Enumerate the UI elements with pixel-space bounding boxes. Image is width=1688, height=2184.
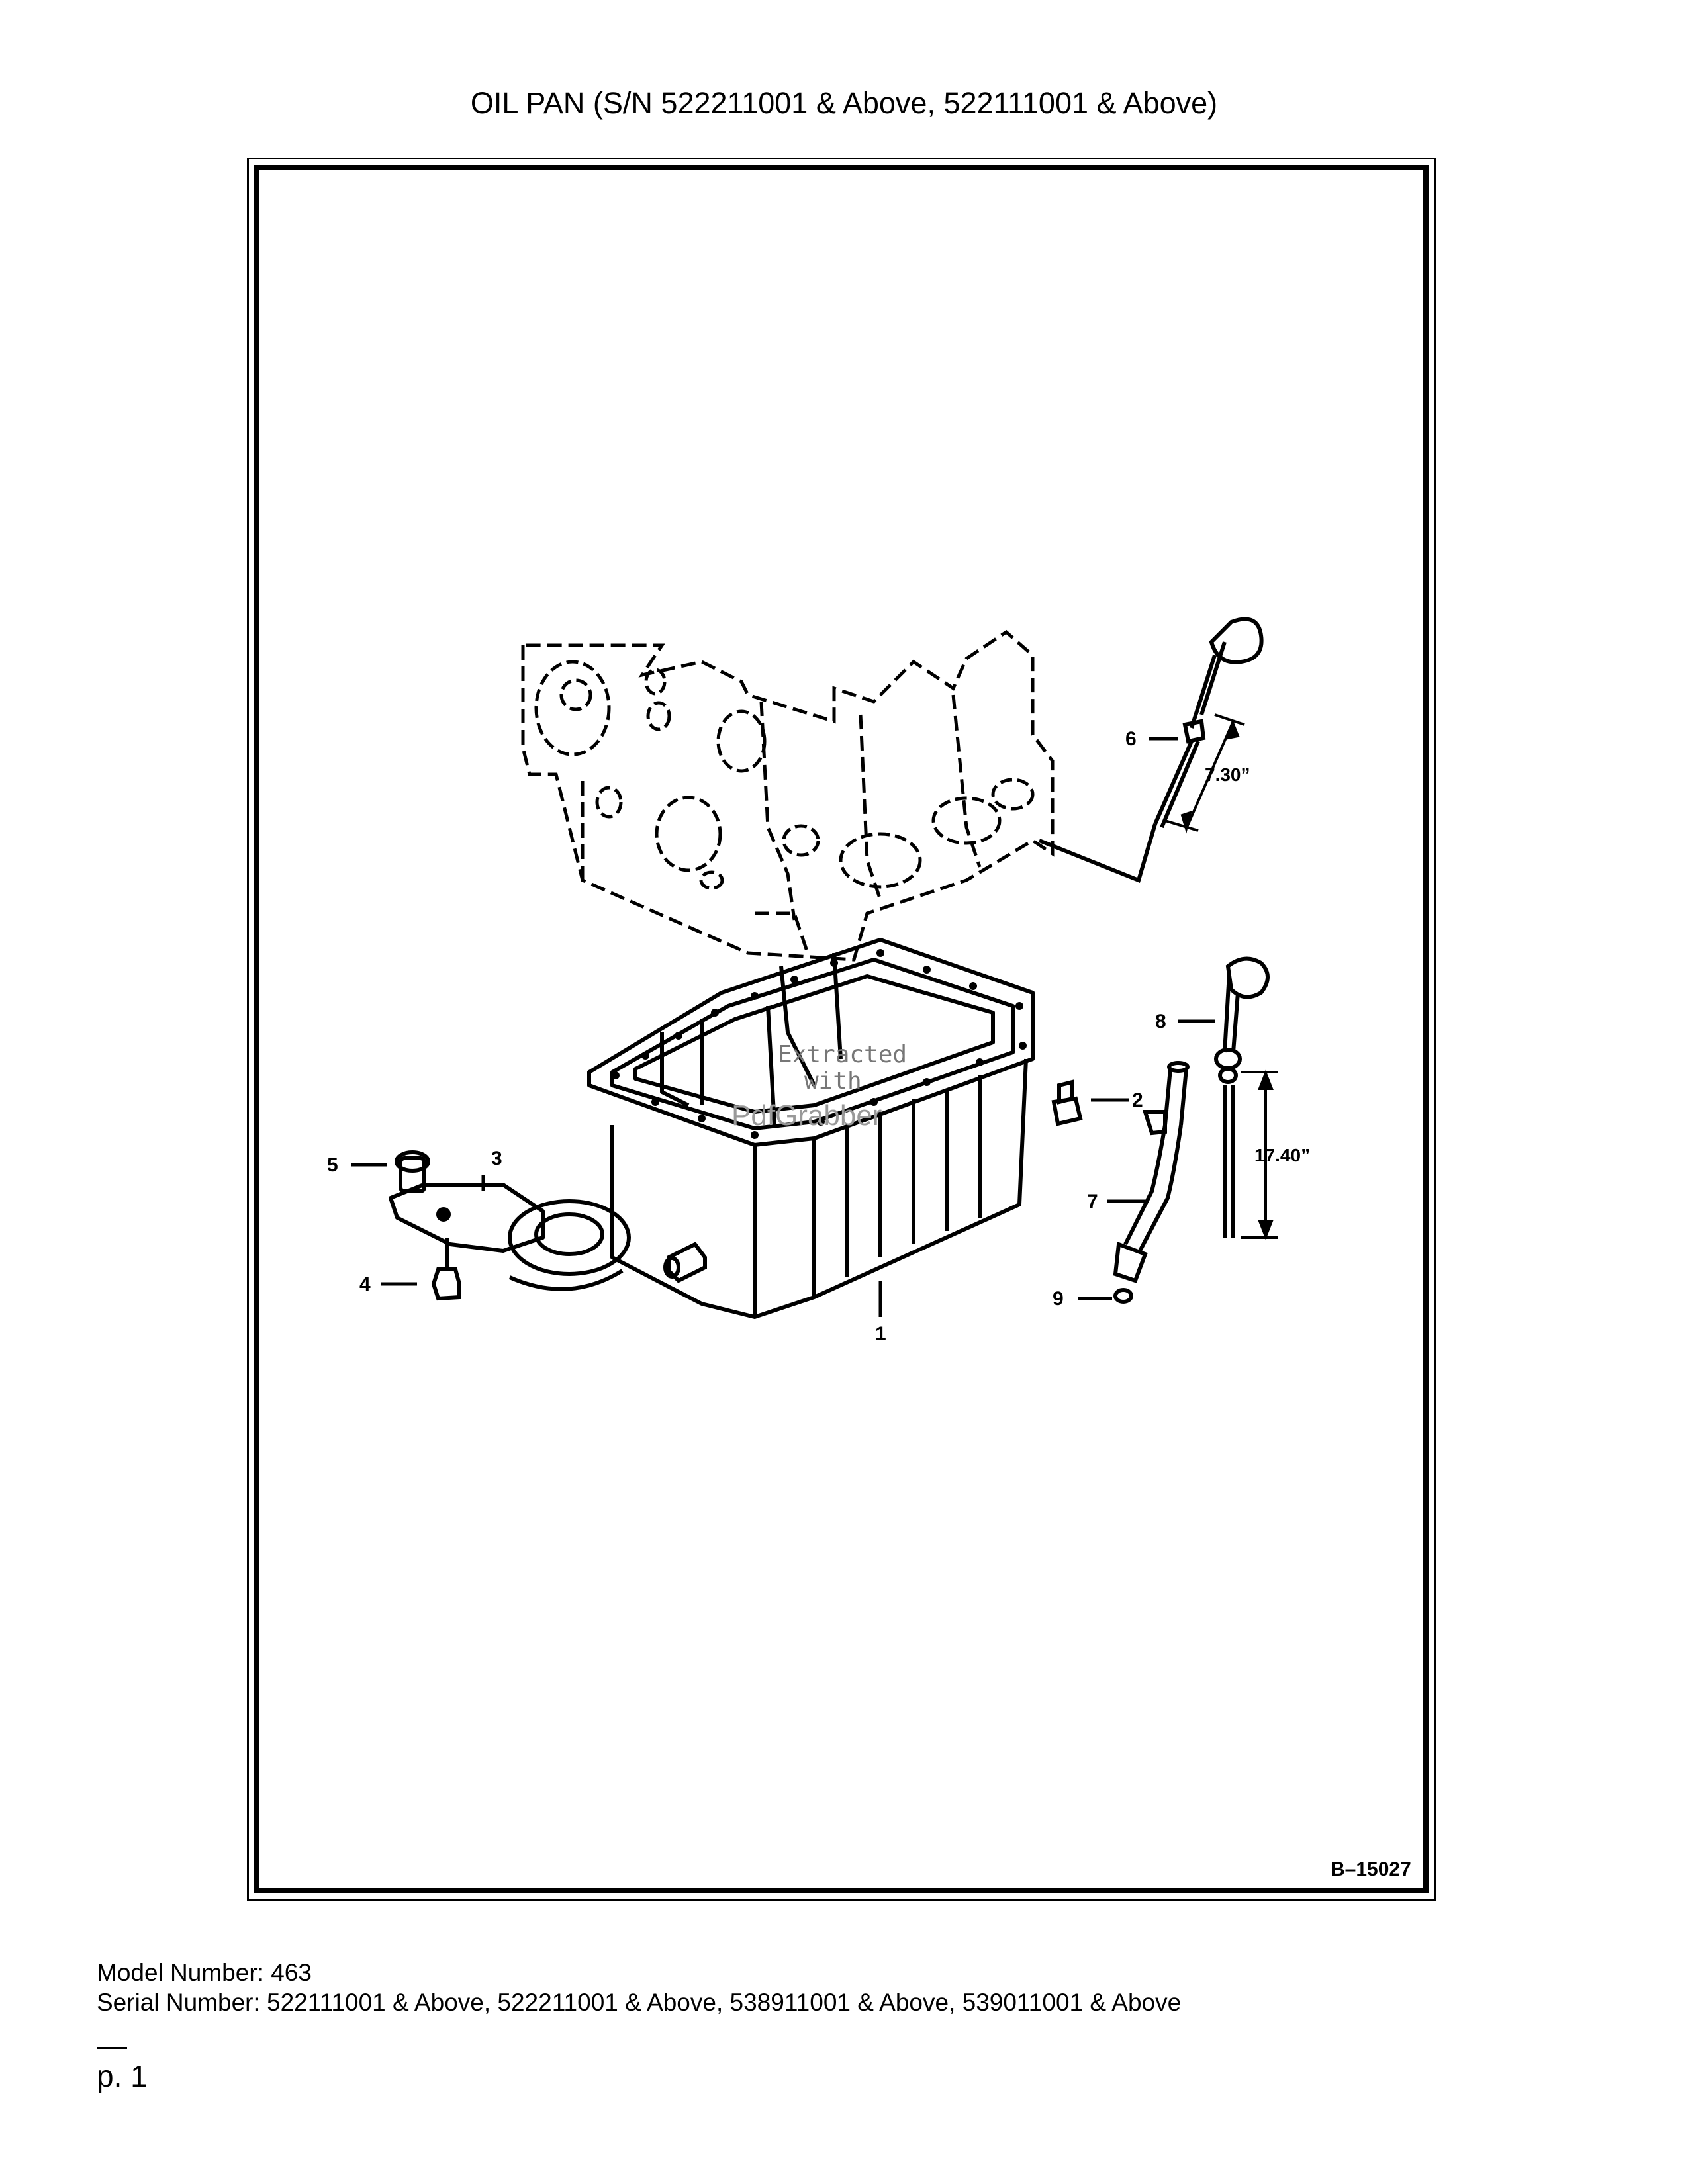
callout-5: 5 bbox=[327, 1154, 338, 1176]
callout-9: 9 bbox=[1053, 1288, 1064, 1310]
watermark-line-1: Extracted bbox=[778, 1041, 907, 1068]
pan-bolt bbox=[1051, 1079, 1083, 1126]
diagram-frame bbox=[247, 158, 1436, 1901]
callout-8: 8 bbox=[1155, 1011, 1166, 1032]
serial-number: Serial Number: 522111001 & Above, 522211… bbox=[97, 1989, 1182, 2016]
dimension-lower bbox=[1241, 1069, 1278, 1240]
o-ring bbox=[395, 1150, 430, 1173]
dimension-upper-label: 7.30” bbox=[1205, 764, 1250, 785]
dimension-upper bbox=[1164, 713, 1245, 834]
watermark-line-3: PdfGrabber bbox=[731, 1099, 882, 1132]
page-title: OIL PAN (S/N 522211001 & Above, 52211100… bbox=[470, 86, 1218, 120]
dipstick-upper bbox=[1038, 617, 1264, 884]
oil-pan bbox=[587, 938, 1035, 1319]
leader-lines bbox=[351, 737, 1215, 1317]
callout-7: 7 bbox=[1087, 1191, 1098, 1212]
figure-number: B–15027 bbox=[1331, 1858, 1411, 1880]
page-number: p. 1 bbox=[97, 2059, 148, 2093]
diagram-frame-inner bbox=[254, 165, 1429, 1893]
strainer-bolt bbox=[431, 1238, 461, 1301]
callout-3: 3 bbox=[491, 1148, 502, 1169]
tube-o-ring bbox=[1113, 1288, 1133, 1304]
oil-pan-gasket-holes bbox=[612, 949, 1027, 1139]
dimension-lower-label: 17.40” bbox=[1254, 1145, 1310, 1165]
callout-1: 1 bbox=[875, 1323, 886, 1345]
watermark-line-2: with bbox=[804, 1068, 862, 1095]
callout-6: 6 bbox=[1125, 728, 1137, 750]
dipstick-tube bbox=[1113, 1061, 1190, 1283]
dipstick-lower bbox=[1214, 956, 1270, 1238]
engine-block-outline bbox=[521, 629, 1055, 962]
drain-plug bbox=[663, 1242, 707, 1283]
callout-4: 4 bbox=[359, 1273, 371, 1295]
model-number: Model Number: 463 bbox=[97, 1959, 312, 1986]
footer-divider bbox=[97, 2047, 127, 2049]
callout-2: 2 bbox=[1132, 1089, 1143, 1111]
oil-strainer bbox=[389, 1156, 631, 1291]
engine-block-holes bbox=[534, 660, 1035, 890]
